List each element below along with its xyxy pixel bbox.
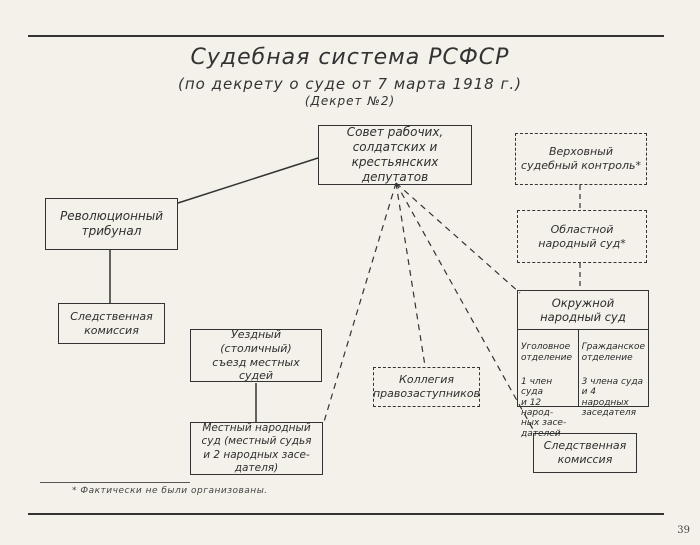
- box-kollegia: Коллегия правозаступников: [373, 367, 480, 407]
- diagram-title: Судебная система РСФСР: [190, 45, 510, 70]
- line-sovet-kollegia: [395, 182, 426, 367]
- page-number: 39: [677, 525, 690, 536]
- line-sovet-okruzh: [395, 182, 521, 294]
- box-verkhovny-kontrol: Верховный судебный контроль*: [515, 133, 647, 185]
- box-okruzhnoy-sud: Окружной народный суд Уголовное отделени…: [517, 290, 649, 439]
- footnote-rule: [40, 482, 190, 483]
- bottom-rule: [28, 513, 664, 515]
- box-sovet: Совет рабочих, солдатских и крестьянских…: [318, 125, 472, 185]
- box-mestny-sud: Местный народный суд (местный судья и 2 …: [190, 422, 323, 475]
- ugolovnoe-composition: 1 член суда и 12 народ- ных засе- дателе…: [521, 377, 567, 439]
- grazhdanskoe-title: Гражданское отделение: [581, 342, 645, 363]
- line-sovet-mestny: [322, 182, 397, 426]
- diagram-subtitle: (по декрету о суде от 7 марта 1918 г.): [178, 75, 522, 93]
- grazhdanskoe-otdelenie: Гражданское отделение 3 члена суда и 4 н…: [577, 330, 648, 418]
- grazhdanskoe-composition: 3 члена суда и 4 народных заседателя: [581, 377, 644, 419]
- box-sled-komissiya-1: Следственная комиссия: [58, 303, 165, 344]
- box-sled-komissiya-2: Следственная комиссия: [533, 433, 637, 473]
- box-oblastnoy-sud: Областной народный суд*: [517, 210, 647, 263]
- line-sovet-tribunal: [177, 157, 319, 204]
- ugolovnoe-otdelenie: Уголовное отделение 1 член суда и 12 нар…: [518, 330, 578, 438]
- line-sovet-sled2: [395, 182, 536, 434]
- okruzhnoy-title: Окружной народный суд: [518, 291, 648, 330]
- top-rule: [28, 35, 664, 37]
- decree-number: (Декрет №2): [304, 94, 396, 108]
- box-tribunal: Революционный трибунал: [45, 198, 178, 250]
- box-uezd-sezd: Уездный (столичный) съезд местных судей: [190, 328, 322, 382]
- footnote: * Фактически не были организованы.: [72, 486, 268, 496]
- ugolovnoe-title: Уголовное отделение: [521, 342, 573, 363]
